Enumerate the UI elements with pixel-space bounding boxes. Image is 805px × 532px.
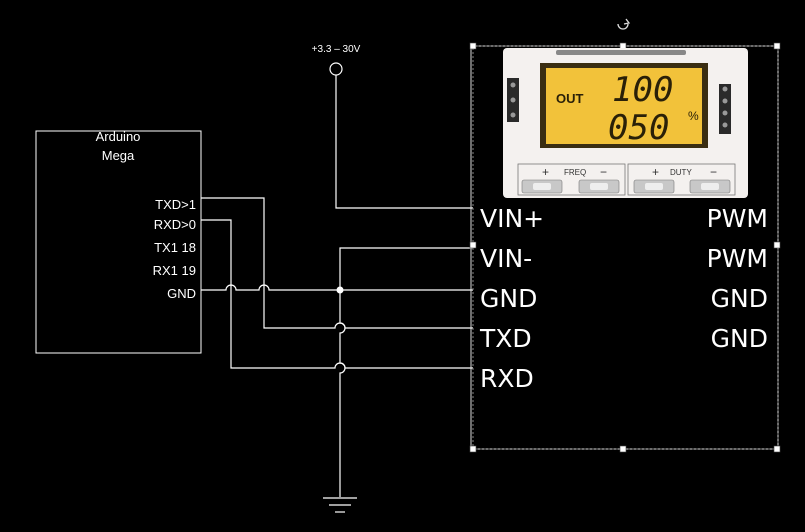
pwm-module-board: OUT 100 050 % + FREQ − + DUTY − (503, 48, 748, 198)
wire-txd (201, 197, 473, 329)
supply-label: +3.3 – 30V (312, 44, 361, 55)
module-pin-vin-minus: VIN- (480, 244, 532, 273)
module-pin-pwm-2: PWM (707, 244, 768, 273)
lcd-screen (546, 68, 702, 144)
arduino-pin-rx1: RX1 19 (153, 263, 196, 278)
ground-symbol (323, 497, 357, 513)
freq-plus-label: + (542, 165, 549, 179)
arduino-title-line2: Mega (102, 148, 135, 163)
wire-vin-plus (335, 75, 473, 209)
arduino-title-line1: Arduino (96, 129, 141, 144)
arduino-pin-txd: TXD>1 (155, 197, 196, 212)
arduino-pin-gnd: GND (167, 286, 196, 301)
duty-minus-label: − (710, 165, 717, 179)
module-pin-vin-plus: VIN+ (480, 204, 544, 233)
lcd-unit: % (688, 109, 699, 123)
duty-plus-label: + (652, 165, 659, 179)
arduino-pin-rxd: RXD>0 (154, 217, 196, 232)
rotate-handle-icon[interactable] (617, 18, 631, 30)
module-pin-pwm-1: PWM (707, 204, 768, 233)
wire-vin-minus (339, 247, 473, 497)
supply-terminal (329, 62, 343, 76)
freq-minus-label: − (600, 165, 607, 179)
gnd-junction (336, 286, 344, 294)
arduino-mega-box (35, 130, 202, 354)
module-pin-gnd-right-2: GND (711, 324, 768, 353)
selection-handles[interactable] (469, 42, 781, 453)
lcd-mode: OUT (556, 91, 584, 106)
module-pin-gnd-right-1: GND (711, 284, 768, 313)
wire-gnd (201, 284, 473, 291)
module-pin-txd: TXD (479, 324, 532, 353)
arduino-pin-tx1: TX1 18 (154, 240, 196, 255)
lcd-freq-value: 100 (612, 70, 673, 110)
module-pin-rxd: RXD (480, 364, 534, 393)
board-buttons (521, 179, 731, 194)
wire-rxd (201, 219, 473, 369)
lcd-duty-value: 050 (608, 108, 669, 148)
module-pin-gnd-left: GND (480, 284, 537, 313)
duty-label: DUTY (670, 168, 692, 177)
wires (201, 75, 473, 497)
freq-label: FREQ (564, 168, 586, 177)
